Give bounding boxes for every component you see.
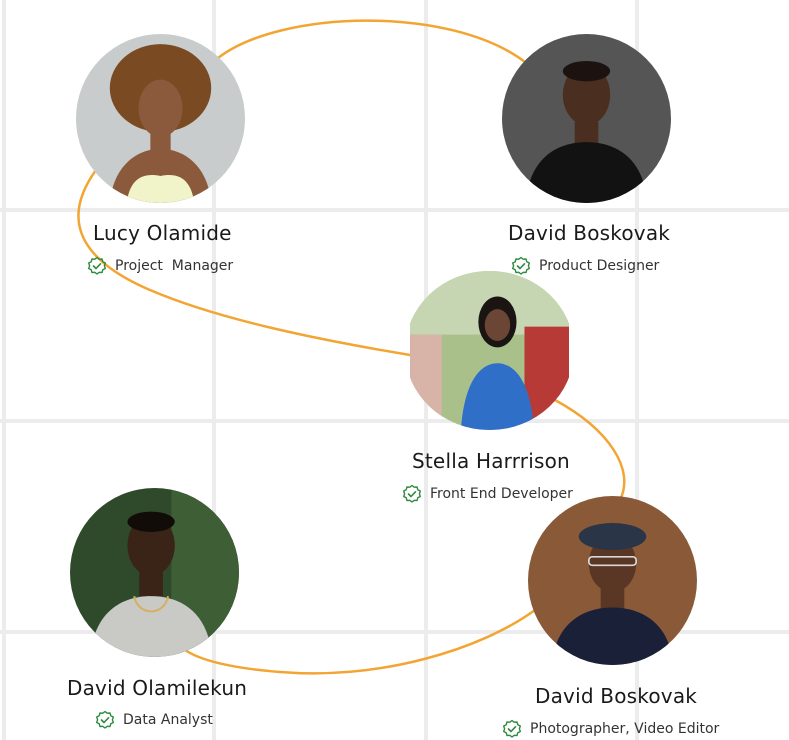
member-role: Project Manager: [87, 256, 233, 276]
verified-check-icon: [502, 719, 522, 739]
verified-check-icon: [402, 484, 422, 504]
member-name: Lucy Olamide: [93, 221, 232, 245]
member-role: Photographer, Video Editor: [502, 719, 719, 739]
member-role: Front End Developer: [402, 484, 573, 504]
avatar: [70, 488, 239, 657]
avatar: [76, 34, 245, 203]
member-role-label: Data Analyst: [123, 712, 213, 728]
member-name: Stella Harrrison: [412, 449, 570, 473]
avatar: [405, 271, 574, 430]
member-role-label: Photographer, Video Editor: [530, 721, 720, 737]
member-name: David Boskovak: [508, 221, 671, 245]
verified-check-icon: [511, 256, 531, 276]
verified-check-icon: [87, 256, 107, 276]
avatar: [502, 34, 671, 203]
member-name: David Boskovak: [535, 684, 698, 708]
member-role: Product Designer: [511, 256, 659, 276]
verified-check-icon: [95, 710, 115, 730]
member-role-label: Front End Developer: [430, 486, 573, 502]
member-name: David Olamilekun: [67, 676, 248, 700]
member-role-label: Product Designer: [539, 258, 660, 274]
avatar: [528, 496, 697, 665]
member-role-label: Project Manager: [115, 258, 234, 274]
member-role: Data Analyst: [95, 710, 213, 730]
